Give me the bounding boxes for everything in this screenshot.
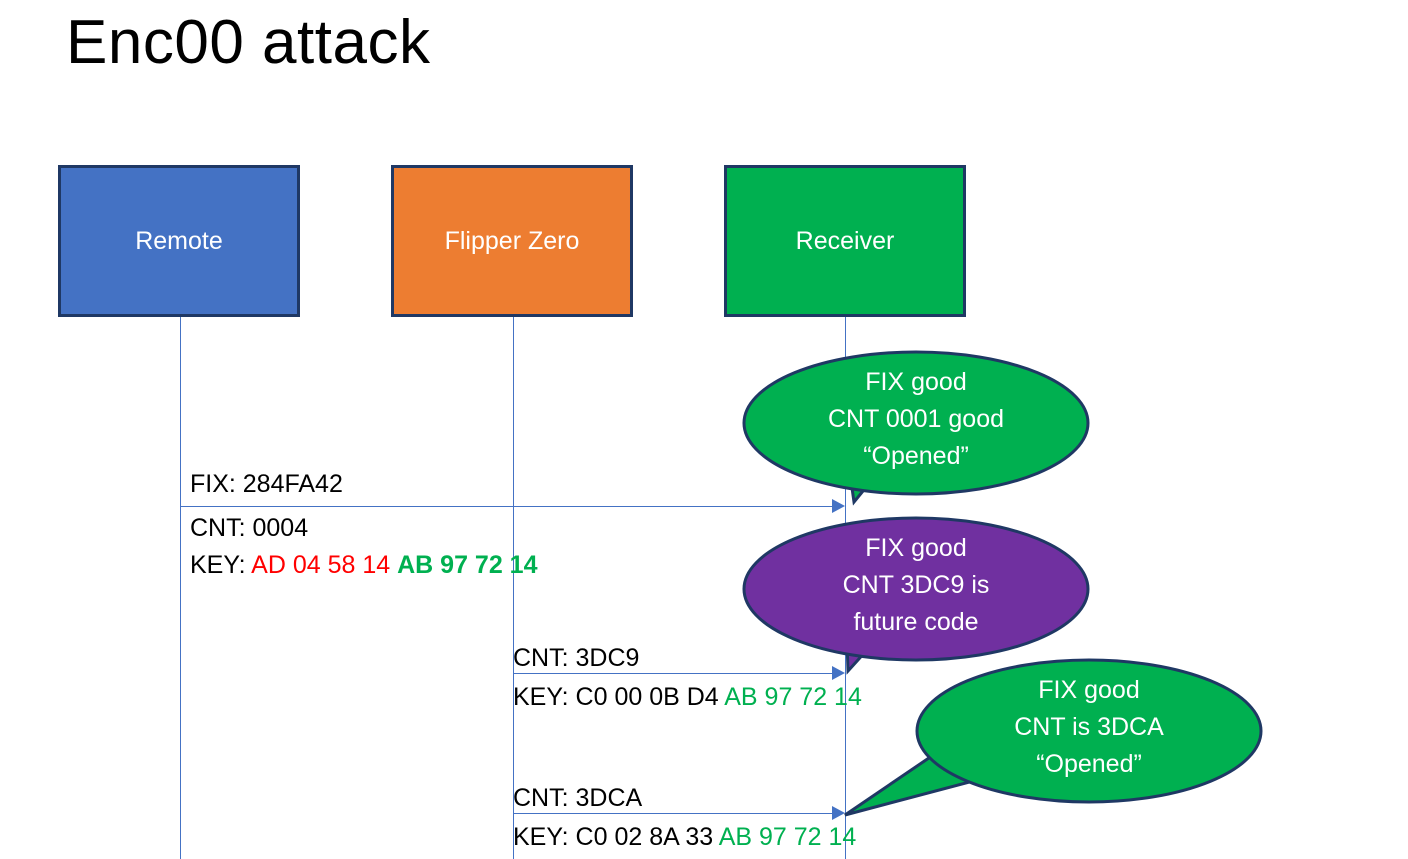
speech-bubble-receiver-ack-1: FIX good CNT 0001 good “Opened” bbox=[742, 350, 1090, 506]
message-1-line-fix: FIX: 284FA42 bbox=[190, 470, 343, 498]
message-2-line-key: KEY: C0 00 0B D4 AB 97 72 14 bbox=[513, 680, 862, 714]
message-arrowhead-2 bbox=[832, 666, 845, 680]
speech-bubble-body-3 bbox=[915, 658, 1263, 804]
speech-bubble-body-1 bbox=[742, 350, 1090, 496]
message-2-key-prefix: KEY: C0 00 0B D4 bbox=[513, 683, 725, 711]
message-3-line-cnt: CNT: 3DCA bbox=[513, 784, 643, 812]
message-2-key-green-bytes: AB 97 72 14 bbox=[724, 683, 862, 711]
message-arrow-line-1 bbox=[181, 506, 839, 507]
message-3-key-prefix: KEY: C0 02 8A 33 bbox=[513, 823, 719, 851]
message-1-key-green-bytes: AB 97 72 14 bbox=[397, 551, 538, 579]
actor-box-receiver[interactable]: Receiver bbox=[724, 165, 966, 317]
speech-bubble-receiver-ack-3: FIX good CNT is 3DCA “Opened” bbox=[844, 658, 1263, 817]
message-1-line-cnt: CNT: 0004 bbox=[190, 514, 309, 542]
actor-box-flipper-zero[interactable]: Flipper Zero bbox=[391, 165, 633, 317]
message-1-line-key: KEY: AD 04 58 14 AB 97 72 14 bbox=[190, 548, 538, 582]
message-2-line-cnt: CNT: 3DC9 bbox=[513, 644, 640, 672]
lifeline-flipper-zero bbox=[513, 317, 514, 859]
message-arrowhead-3 bbox=[832, 806, 845, 820]
actor-label-flipper-zero: Flipper Zero bbox=[444, 226, 580, 255]
actor-label-remote: Remote bbox=[135, 226, 223, 255]
message-1-key-red-bytes: AD 04 58 14 bbox=[251, 551, 391, 579]
speech-bubble-receiver-reject-2: FIX good CNT 3DC9 is future code bbox=[742, 516, 1090, 675]
message-arrowhead-1 bbox=[832, 499, 845, 513]
actor-label-receiver: Receiver bbox=[795, 226, 895, 255]
speech-bubble-body-2 bbox=[742, 516, 1090, 662]
message-1-key-prefix: KEY: bbox=[190, 551, 252, 579]
lifeline-remote bbox=[180, 317, 181, 859]
message-arrow-line-3 bbox=[514, 813, 839, 814]
message-arrow-line-2 bbox=[514, 673, 839, 674]
actor-box-remote[interactable]: Remote bbox=[58, 165, 300, 317]
message-3-key-green-bytes: AB 97 72 14 bbox=[718, 823, 857, 851]
message-3-line-key: KEY: C0 02 8A 33 AB 97 72 14 bbox=[513, 820, 856, 854]
page-title: Enc00 attack bbox=[66, 8, 431, 77]
